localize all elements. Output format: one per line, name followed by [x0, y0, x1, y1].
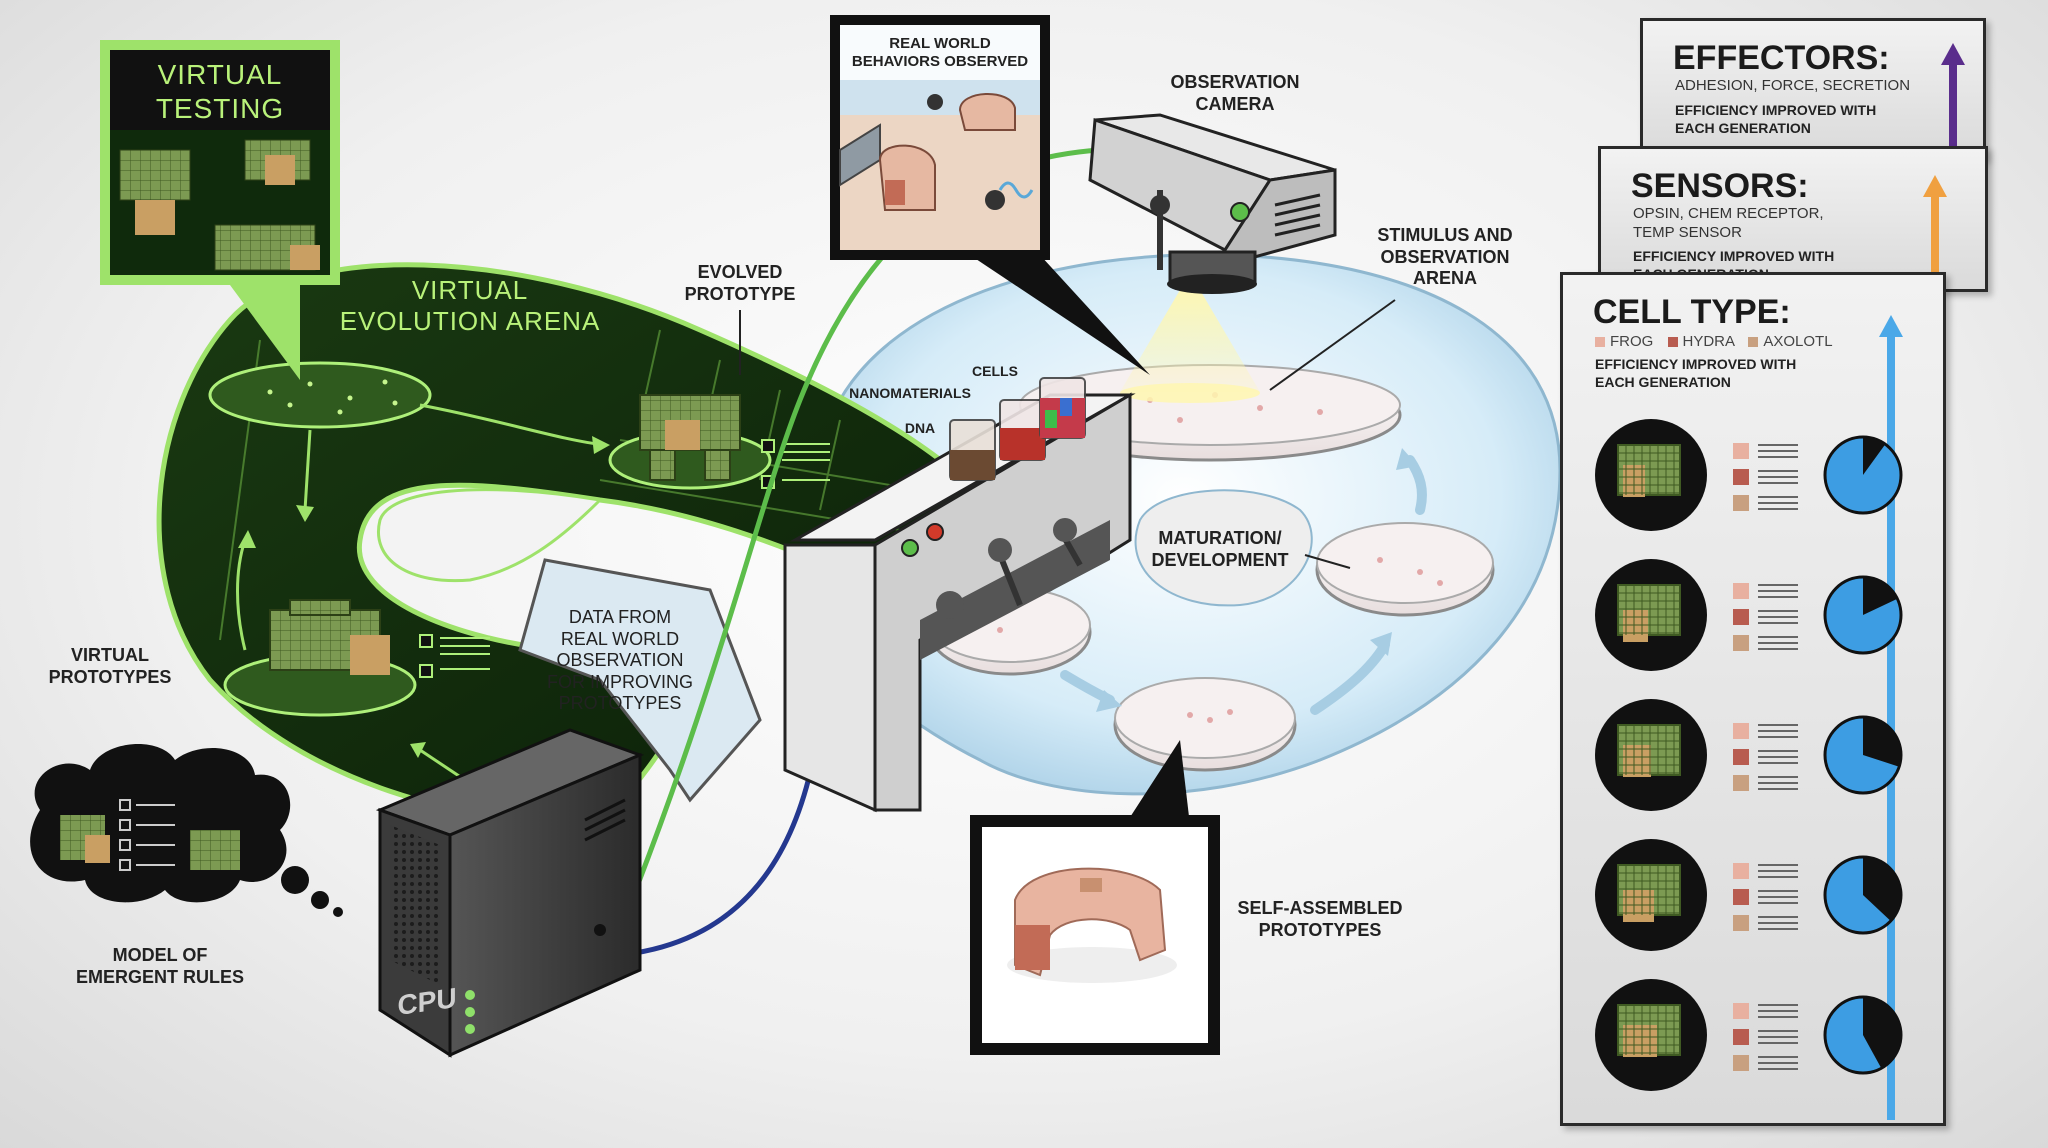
- axolotl-swatch-icon: [1748, 337, 1759, 348]
- self-assembled-pointer: [1125, 740, 1190, 825]
- testing-platform: [208, 361, 432, 429]
- testing-dots: [267, 379, 398, 415]
- nanomaterials-label: NANOMATERIALS: [849, 385, 971, 401]
- effectors-card: EFFECTORS: ADHESION, FORCE, SECRETION EF…: [1640, 18, 1986, 171]
- sensors-title: SENSORS:: [1631, 167, 1809, 205]
- label-leaders: [739, 299, 1396, 569]
- prototype-list-icon: [419, 634, 490, 678]
- efficiency-slice: [1863, 717, 1901, 767]
- effectors-title: EFFECTORS:: [1673, 39, 1890, 77]
- maturation-label: MATURATION/DEVELOPMENT: [1151, 528, 1289, 570]
- efficiency-slice: [1863, 577, 1898, 615]
- legend-hydra: HYDRA: [1682, 333, 1735, 350]
- bio-printer-machine: [783, 377, 1136, 813]
- evolved-prototype-voxel: [639, 394, 741, 481]
- cell-type-legend: FROG HYDRA AXOLOTL: [1595, 333, 1833, 350]
- cpu-tower: [375, 728, 645, 1058]
- virtual-testing-voxels: [119, 139, 320, 271]
- data-feedback-arrow: [518, 558, 762, 803]
- legend-axolotl: AXOLOTL: [1763, 333, 1833, 350]
- real-world-header: [840, 25, 1040, 80]
- sensors-card: SENSORS: OPSIN, CHEM RECEPTOR,TEMP SENSO…: [1598, 146, 1988, 303]
- self-assembled-dish: [1113, 677, 1297, 772]
- arena-arrows: [236, 403, 606, 792]
- effectors-subtitle: ADHESION, FORCE, SECRETION: [1675, 77, 1911, 94]
- observation-camera: [1088, 113, 1337, 294]
- cell-type-card: CELL TYPE: FROG HYDRA AXOLOTL EFFICIENCY…: [1560, 272, 1946, 1126]
- generation-row: [1595, 559, 1903, 671]
- self-assembled-prototype: [1007, 867, 1177, 983]
- generation-row: [1595, 419, 1903, 531]
- effectors-arrow: [1949, 61, 1957, 171]
- beam-spot: [1120, 383, 1260, 403]
- camera-beam: [1120, 290, 1260, 392]
- generation-row: [1595, 979, 1903, 1091]
- virtual-testing-pointer: [230, 285, 300, 380]
- sensors-arrowhead-icon: [1923, 175, 1947, 197]
- effectors-arrowhead-icon: [1941, 43, 1965, 65]
- hydra-swatch-icon: [1667, 337, 1678, 348]
- efficiency-slice: [1863, 437, 1886, 475]
- sensors-subtitle: OPSIN, CHEM RECEPTOR,TEMP SENSOR: [1633, 205, 1824, 241]
- efficiency-slice: [1863, 997, 1901, 1069]
- arena-arrowheads: [238, 436, 610, 758]
- real-world-scene: [839, 93, 1034, 211]
- sensors-arrow: [1931, 193, 1939, 303]
- legend-frog: FROG: [1610, 333, 1654, 350]
- virtual-arena-hole: [377, 488, 604, 583]
- generation-row: [1595, 699, 1903, 811]
- generation-row: [1595, 839, 1903, 951]
- cell-type-arrowhead-icon: [1879, 315, 1903, 337]
- maturation-dish: [1315, 522, 1495, 617]
- real-world-pointer: [970, 255, 1150, 375]
- dna-label: DNA: [904, 420, 936, 436]
- cells-label: CELLS: [972, 363, 1018, 379]
- thought-cloud: [30, 743, 343, 917]
- cell-type-title: CELL TYPE:: [1593, 293, 1791, 331]
- real-world-blob-hole: [1134, 489, 1313, 607]
- cpu-cable: [619, 749, 818, 958]
- virtual-prototype-voxel: [269, 599, 390, 675]
- efficiency-slice: [1863, 857, 1901, 921]
- cycle-arrowheads: [1096, 448, 1418, 712]
- virtual-testing-header: [110, 50, 330, 130]
- frog-swatch-icon: [1595, 337, 1605, 348]
